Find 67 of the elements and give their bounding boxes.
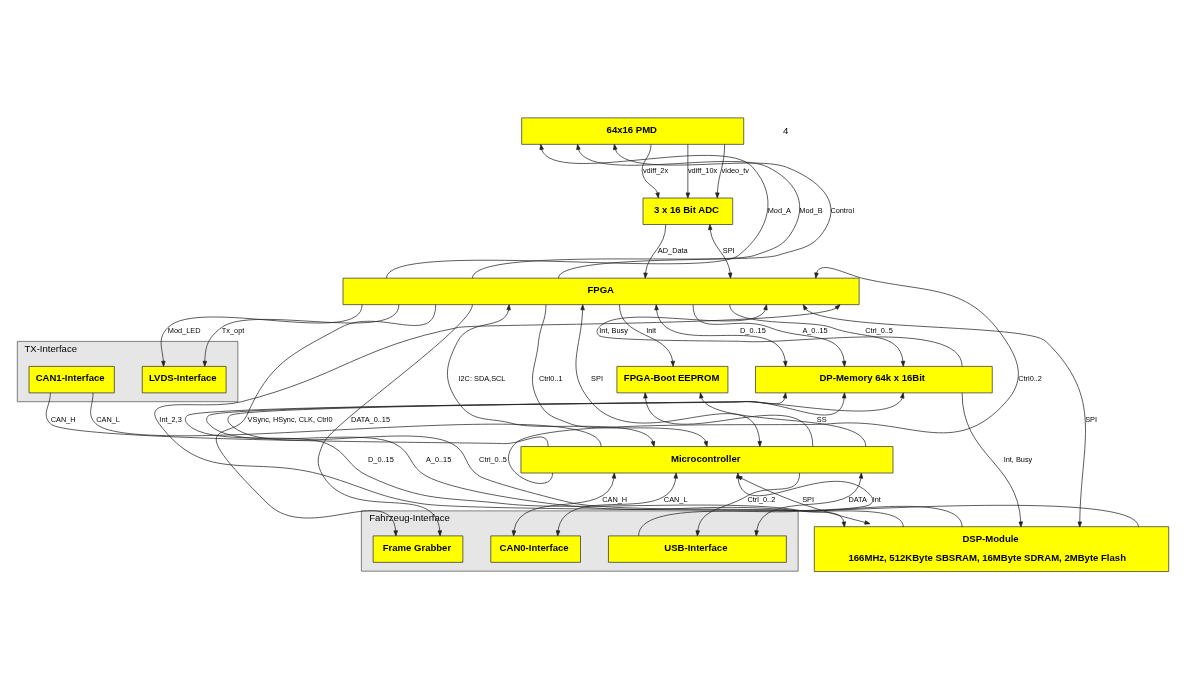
arrow: [558, 144, 832, 279]
arrow: [685, 144, 690, 199]
edge-label: I2C: SDA,SCL: [458, 374, 506, 384]
edge-label: Ctrl0..1: [538, 374, 563, 384]
arrow: [215, 304, 436, 537]
arrow: [447, 304, 656, 447]
arrow: [961, 392, 1023, 528]
edge-label: video_tv: [721, 166, 749, 176]
edge-label: Tx_opt: [221, 326, 245, 336]
arrow: [154, 304, 1139, 528]
edge-label: Int, Busy: [1003, 454, 1033, 464]
edge-label: Mod_LED: [167, 326, 201, 336]
edge-label: SS: [816, 414, 827, 424]
arrow: [643, 392, 814, 447]
edge-label: Ctrl_0..2: [747, 494, 776, 504]
edge-label: SPI: [591, 374, 603, 384]
edge-label: VSync, HSync, CLK, Ctrl0: [247, 414, 333, 424]
label: 4: [782, 124, 789, 136]
edge-label: A_0..15: [802, 326, 828, 336]
edge-label: D_0..15: [740, 326, 766, 336]
arrow: [802, 304, 1086, 528]
edge-label: Int: [872, 494, 881, 504]
arrow: [715, 144, 725, 199]
edge-label: Mod_A: [767, 206, 792, 216]
edge-label: CAN_H: [50, 414, 76, 424]
arrow: [555, 472, 678, 537]
edge-label: DATA_0..15: [351, 414, 391, 424]
edge-label: AD_Data: [657, 246, 688, 256]
arrow: [511, 472, 617, 537]
edge-label: D_0..15: [368, 454, 394, 464]
edge-label: Control: [830, 206, 855, 216]
edge-label: Ctrl_0..5: [479, 454, 507, 464]
edge-label: A_0..15: [425, 454, 452, 464]
arrow: [654, 304, 788, 367]
edge-label: CAN_H: [602, 494, 628, 504]
arrow: [596, 304, 963, 367]
arrow: [575, 304, 762, 447]
edge-label: Int, Busy: [599, 326, 628, 336]
edge-label: vdiff_10x: [687, 166, 718, 176]
arrow: [160, 304, 363, 367]
arrow: [699, 392, 867, 447]
connector: [45, 392, 549, 447]
arrow: [317, 304, 473, 537]
arrow: [472, 144, 801, 279]
edge-label: vdiff_2x: [642, 166, 669, 176]
arrow: [729, 304, 906, 367]
edge-label: Init: [646, 326, 656, 336]
edge-label: Int_2,3: [159, 414, 182, 424]
edge-label: CAN_L: [663, 494, 688, 504]
edge-label: SPI: [802, 494, 814, 504]
arrow: [641, 144, 660, 199]
arrow: [754, 472, 864, 537]
edge-label: SPI: [722, 246, 735, 256]
arrow: [643, 224, 667, 279]
edge-label: Mod_B: [799, 206, 823, 216]
arrow: [692, 304, 847, 367]
edge-label: CAN_L: [96, 414, 120, 424]
arrow: [532, 304, 708, 447]
arrow: [708, 224, 733, 279]
edge-label: DATA: [848, 494, 867, 504]
arrow: [619, 304, 675, 367]
edge-label: Ctrl0..2: [1018, 374, 1042, 384]
edge-label: Ctrl_0..5: [865, 326, 893, 336]
arrow: [202, 304, 400, 367]
arrow: [386, 144, 769, 279]
connector: [90, 392, 602, 447]
edge-label: SPI: [1085, 414, 1098, 424]
